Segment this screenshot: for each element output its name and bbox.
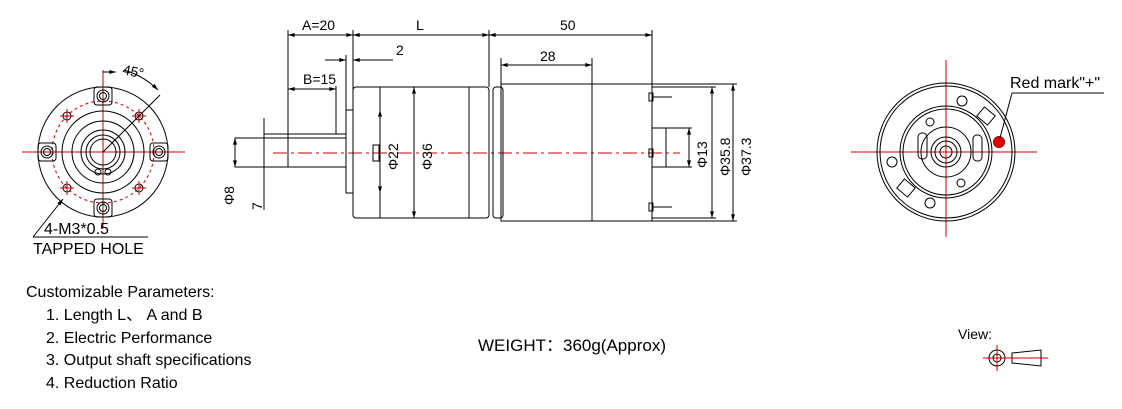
parameter-item: 4. Reduction Ratio [46, 375, 178, 392]
dim-2: 2 [396, 42, 404, 58]
parameter-item: 2. Electric Performance [46, 330, 212, 347]
parameters-title: Customizable Parameters: [26, 284, 215, 301]
dim-shaft-flat: 7 [249, 202, 265, 210]
red-mark-label: Red mark"+" [1010, 75, 1100, 92]
front-view: 45° 4-M3*0.5 TAPPED HOLE [22, 61, 185, 258]
motor-terminals [648, 92, 672, 212]
dim-28: 28 [540, 48, 556, 64]
dim-boss: Φ22 [385, 143, 401, 170]
angle-label: 45° [121, 61, 145, 81]
view-symbol: View: [958, 326, 1048, 371]
dim-50: 50 [560, 17, 576, 33]
dim-a: A=20 [302, 17, 335, 33]
rear-view: Red mark"+" [851, 60, 1104, 237]
flange-plate [345, 109, 354, 194]
dim-motor-boss: Φ13 [694, 141, 710, 168]
dim-motor-cap: Φ35.8 [717, 137, 733, 176]
dim-motor-body: Φ37.3 [738, 137, 754, 176]
red-mark-dot [993, 136, 1005, 148]
view-label: View: [958, 326, 992, 342]
parameter-item: 3. Output shaft specifications [46, 352, 251, 369]
parameter-item: 1. Length L、 A and B [46, 307, 203, 324]
dim-gearbox: Φ36 [419, 143, 435, 170]
tapped-hole-spec: 4-M3*0.5 [44, 221, 109, 238]
weight-label: WEIGHT：360g(Approx) [478, 336, 666, 355]
gearbox [352, 86, 490, 219]
tapped-hole-label: TAPPED HOLE [33, 241, 144, 258]
mounting-ear [37, 86, 169, 218]
side-view: A=20 L 50 2 B=15 28 Φ8 7 Φ22 Φ36 Φ13 Φ35… [221, 17, 754, 222]
dim-shaft-dia: Φ8 [221, 186, 237, 205]
dim-b: B=15 [303, 71, 336, 87]
dim-l: L [416, 17, 424, 33]
